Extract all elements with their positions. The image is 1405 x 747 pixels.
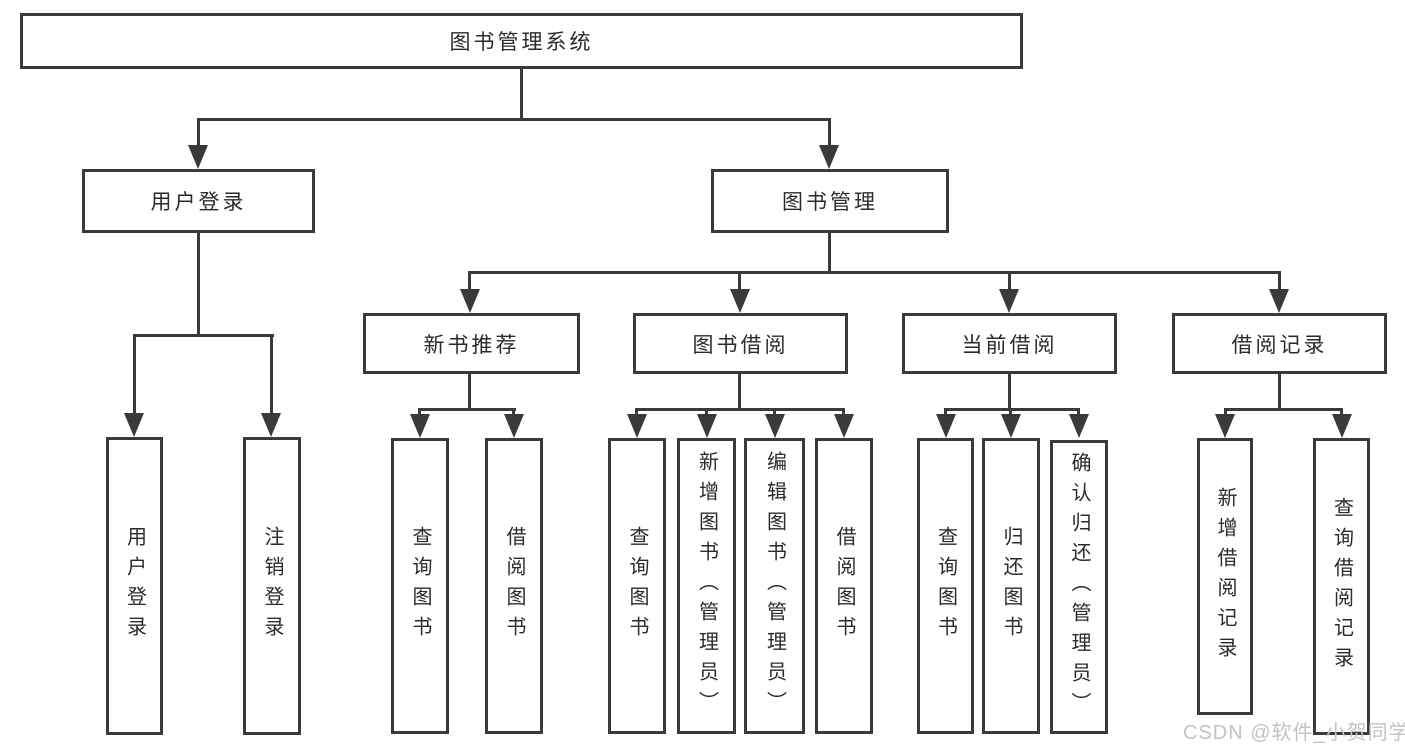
leaf-borrow-books-recommend: 借阅图书 xyxy=(485,438,543,734)
leaf-label: 归还图书 xyxy=(1000,526,1022,646)
arrow-down-icon xyxy=(1001,414,1021,438)
arrow-down-icon xyxy=(834,414,854,438)
connector-book-mgmt-stem xyxy=(828,233,831,274)
leaf-query-books-borrowing: 查询图书 xyxy=(608,438,666,734)
leaf-logout: 注销登录 xyxy=(243,437,301,735)
arrow-down-icon xyxy=(999,289,1019,313)
arrow-down-icon xyxy=(730,289,750,313)
leaf-label: 查询图书 xyxy=(409,526,431,646)
leaf-label: 借阅图书 xyxy=(503,526,525,646)
leaf-query-books-current: 查询图书 xyxy=(917,438,974,734)
connector-book-mgmt-rail xyxy=(468,271,1281,274)
leaf-label: 确认归还（管理员） xyxy=(1068,452,1090,722)
leaf-edit-books-admin: 编辑图书（管理员） xyxy=(744,438,805,734)
leaf-label: 借阅图书 xyxy=(833,526,855,646)
node-borrowing-records: 借阅记录 xyxy=(1172,313,1387,374)
connector-rail xyxy=(418,408,516,411)
leaf-borrow-books-borrowing: 借阅图书 xyxy=(815,438,873,734)
leaf-label: 查询图书 xyxy=(934,526,957,646)
connector-drop xyxy=(828,120,831,147)
arrow-down-icon xyxy=(765,414,785,438)
connector-drop xyxy=(738,273,741,289)
arrow-down-icon xyxy=(261,413,281,437)
connector-drop xyxy=(1008,273,1011,289)
leaf-return-books: 归还图书 xyxy=(982,438,1040,734)
leaf-label: 用户登录 xyxy=(123,526,146,646)
arrow-down-icon xyxy=(504,414,524,438)
node-new-book-recommend: 新书推荐 xyxy=(363,313,580,374)
connector-drop xyxy=(1077,410,1080,416)
arrow-down-icon xyxy=(697,414,717,438)
leaf-add-books-admin: 新增图书（管理员） xyxy=(677,438,736,734)
leaf-confirm-return-admin: 确认归还（管理员） xyxy=(1050,440,1108,734)
arrow-down-icon xyxy=(627,414,647,438)
connector-drop xyxy=(705,410,708,416)
connector-drop xyxy=(512,410,515,416)
connector-rail xyxy=(944,408,1080,411)
connector-drop xyxy=(1340,410,1343,416)
connector-stem xyxy=(1278,374,1281,410)
connector-drop xyxy=(1224,410,1227,416)
leaf-label: 编辑图书（管理员） xyxy=(763,451,786,721)
leaf-query-books-recommend: 查询图书 xyxy=(391,438,449,734)
connector-root-rail xyxy=(197,118,831,121)
arrow-down-icon xyxy=(1332,414,1352,438)
arrow-down-icon xyxy=(1269,289,1289,313)
connector-drop xyxy=(270,336,273,413)
connector-drop xyxy=(468,273,471,289)
connector-user-login-rail xyxy=(133,334,274,337)
arrow-down-icon xyxy=(936,414,956,438)
node-library-system: 图书管理系统 xyxy=(20,13,1023,69)
connector-drop xyxy=(773,410,776,416)
connector-stem xyxy=(1008,374,1011,410)
arrow-down-icon xyxy=(188,145,208,169)
leaf-label: 新增图书（管理员） xyxy=(695,451,718,721)
leaf-user-login: 用户登录 xyxy=(106,437,163,735)
connector-stem xyxy=(738,374,741,410)
connector-drop xyxy=(133,336,136,413)
connector-drop xyxy=(197,120,200,147)
arrow-down-icon xyxy=(1069,414,1089,438)
connector-rail xyxy=(635,408,845,411)
connector-drop xyxy=(842,410,845,416)
leaf-add-borrow-record: 新增借阅记录 xyxy=(1197,438,1253,715)
leaf-label: 新增借阅记录 xyxy=(1214,486,1236,667)
node-book-borrowing: 图书借阅 xyxy=(633,313,848,374)
leaf-label: 查询借阅记录 xyxy=(1330,496,1353,677)
connector-drop xyxy=(1278,273,1281,289)
csdn-watermark: CSDN @软件_小贺同学 xyxy=(1183,722,1405,744)
connector-drop xyxy=(1009,410,1012,416)
connector-rail xyxy=(1224,408,1343,411)
arrow-down-icon xyxy=(1215,414,1235,438)
arrow-down-icon xyxy=(819,145,839,169)
leaf-label: 注销登录 xyxy=(261,526,283,646)
arrow-down-icon xyxy=(460,289,480,313)
connector-stem xyxy=(468,374,471,410)
node-book-management: 图书管理 xyxy=(711,169,949,233)
connector-drop xyxy=(418,410,421,416)
arrow-down-icon xyxy=(124,413,144,437)
leaf-label: 查询图书 xyxy=(626,526,648,646)
node-user-login: 用户登录 xyxy=(82,169,315,233)
connector-root-stem xyxy=(520,69,523,120)
node-current-borrowing: 当前借阅 xyxy=(902,313,1117,374)
leaf-query-borrow-record: 查询借阅记录 xyxy=(1313,438,1370,735)
connector-drop xyxy=(944,410,947,416)
arrow-down-icon xyxy=(410,414,430,438)
connector-user-login-stem xyxy=(197,233,200,337)
connector-drop xyxy=(635,410,638,416)
